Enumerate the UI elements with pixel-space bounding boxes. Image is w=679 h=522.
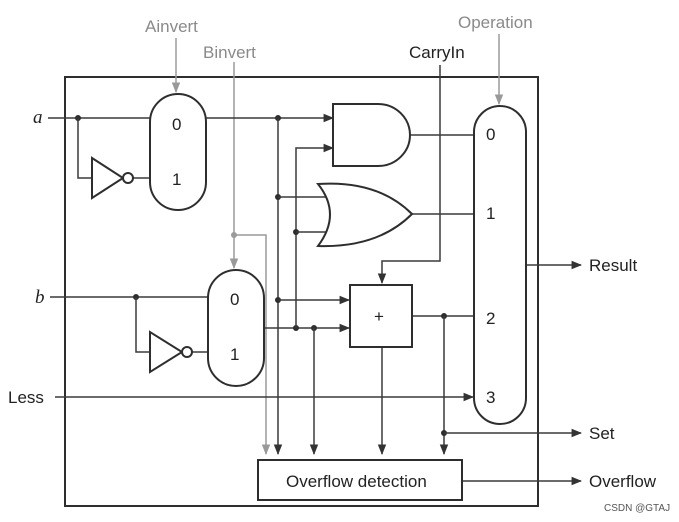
and-gate (332, 103, 411, 167)
mux-result-in1: 1 (486, 204, 495, 223)
operation-label: Operation (458, 13, 533, 32)
input-less-label: Less (8, 388, 44, 407)
mux-a-in1: 1 (172, 170, 181, 189)
mux-b-in0: 0 (230, 290, 239, 309)
output-set-label: Set (589, 424, 615, 443)
wire-bmux-and (295, 143, 335, 328)
mux-b (207, 269, 265, 387)
mux-a-in0: 0 (172, 115, 181, 134)
mux-result-in2: 2 (486, 309, 495, 328)
ainvert-label: Ainvert (145, 17, 198, 36)
mux-result-in3: 3 (486, 388, 495, 407)
mux-a (149, 93, 207, 211)
inverter-a-bubble (122, 172, 134, 184)
adder-symbol: + (374, 307, 384, 326)
input-a-label: a (33, 107, 43, 128)
binvert-label: Binvert (203, 43, 256, 62)
binvert-overflow-line (234, 234, 271, 456)
output-result-label: Result (589, 256, 637, 275)
inverter-b-bubble (181, 346, 193, 358)
or-gate (316, 182, 414, 248)
overflow-detection-box (257, 459, 463, 501)
inverter-a (91, 156, 125, 200)
inverter-b (149, 330, 184, 374)
mux-b-in1: 1 (230, 345, 239, 364)
mux-result-in0: 0 (486, 125, 495, 144)
carryin-label: CarryIn (409, 43, 465, 62)
input-b-label: b (35, 287, 45, 308)
adder (349, 284, 413, 348)
wire-b-inv (135, 297, 150, 353)
watermark: CSDN @GTAJ (604, 503, 670, 514)
wire-a-inv (77, 118, 92, 179)
wire-carryin (377, 65, 441, 285)
output-overflow-label: Overflow (589, 472, 657, 491)
alu-frame (64, 76, 539, 507)
overflow-detection-label: Overflow detection (286, 472, 427, 491)
mux-result (473, 105, 527, 425)
